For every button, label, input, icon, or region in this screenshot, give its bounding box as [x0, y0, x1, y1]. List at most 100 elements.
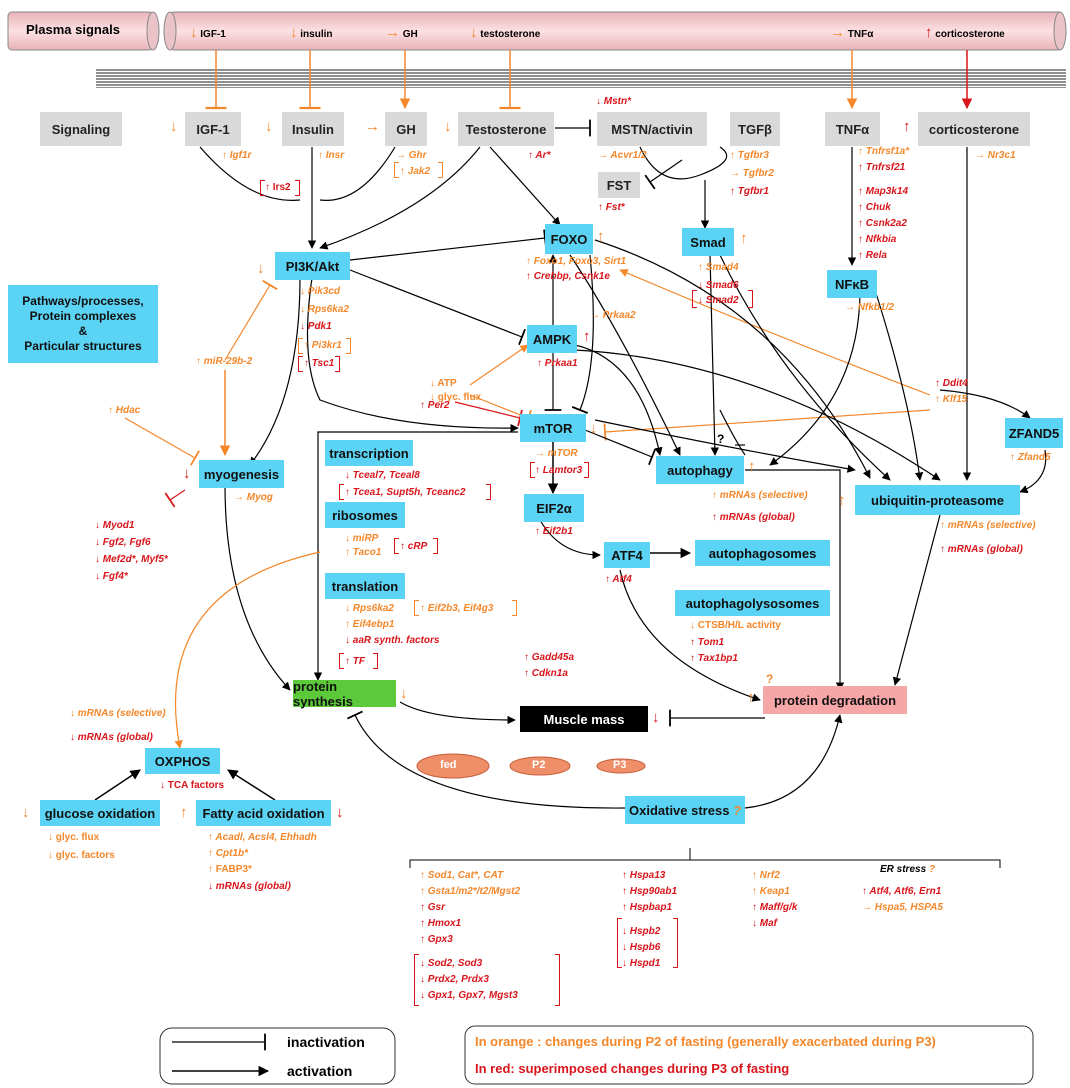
glucose-oxidation-node: glucose oxidation [40, 800, 160, 826]
corticosterone-node: corticosterone [918, 112, 1030, 146]
gene-igf1r: ↑ Igf1r [222, 150, 252, 161]
gene-irs2: ↑ Irs2 [265, 182, 291, 193]
muscle-fed-label: fed [440, 759, 457, 771]
gh-node: GH [385, 112, 427, 146]
oxidative-gene: ↑ Maff/g/k [752, 902, 798, 913]
oxidative-gene: ↓ Hspb2 [622, 926, 661, 937]
oxidative-col4: ↑ Atf4, Atf6, Ern1 → Hspa5, HSPA5 [862, 884, 943, 916]
mstn-node: MSTN/activin [597, 112, 707, 146]
gene-zfand5: ↑ Zfand5 [1010, 452, 1051, 463]
gene-insr: ↑ Insr [318, 150, 345, 161]
gene-eif4ebp1: ↑ Eif4ebp1 [345, 619, 395, 630]
gene-ctsb: ↓ CTSB/H/L activity [690, 620, 781, 631]
gene-tgfbr3: ↑ Tgfbr3 [730, 150, 769, 161]
gene-myod1: ↓ Myod1 [95, 520, 135, 531]
gene-fgf2: ↓ Fgf2, Fgf6 [95, 537, 151, 548]
question-degradation: ? [766, 672, 774, 686]
protein-synthesis-node: protein synthesis [293, 679, 396, 709]
plasma-label: Plasma signals [26, 22, 120, 37]
gene-atf4: ↑ Atf4 [605, 574, 632, 585]
gene-glycfactors: ↓ glyc. factors [48, 850, 115, 861]
gene-ar: ↑ Ar* [528, 150, 551, 161]
autophagolysosomes-node: autophagolysosomes [675, 590, 830, 616]
gene-ddit4: ↑ Ddit4 [935, 378, 968, 389]
gene-lamtor3: ↑ Lamtor3 [535, 465, 583, 476]
oxidative-gene: ↓ Hspd1 [622, 958, 661, 969]
legend-red-note: In red: superimposed changes during P3 o… [475, 1061, 790, 1076]
ampk-node: AMPK [527, 325, 577, 353]
gene-gadd45a: ↑ Gadd45a [524, 652, 575, 663]
oxidative-col3: ↑ Nrf2↑ Keap1↑ Maff/g/k↓ Maf [752, 868, 797, 932]
oxidative-gene: ↑ Atf4, Atf6, Ern1 [862, 886, 942, 897]
oxidative-gene: ↓ Gpx1, Gpx7, Mgst3 [420, 990, 518, 1001]
tnfa-node: TNFα [825, 112, 880, 146]
gene-mef2d: ↓ Mef2d*, Myf5* [95, 554, 168, 565]
gene-mrna-glob-fa: ↓ mRNAs (global) [208, 881, 291, 892]
pathways-legend-box: Pathways/processes, Protein complexes & … [8, 285, 158, 363]
gene-fabp3: ↑ FABP3* [208, 864, 252, 875]
ribosomes-node: ribosomes [325, 502, 405, 528]
gene-mrna-sel-auto: ↑ mRNAs (selective) [712, 490, 808, 501]
tgfb-node: TGFβ [730, 112, 780, 146]
oxphos-node: OXPHOS [145, 748, 220, 774]
zfand5-node: ZFAND5 [1005, 418, 1063, 448]
er-stress-title: ER stress ? [880, 864, 936, 875]
muscle-p3-label: P3 [613, 759, 627, 771]
nfkb-node: NFκB [827, 270, 877, 298]
gene-csnk2a2: ↑ Csnk2a2 [858, 218, 907, 229]
gene-rela: ↑ Rela [858, 250, 887, 261]
gene-tax1bp1: ↑ Tax1bp1 [690, 653, 738, 664]
gene-smad4: ↑ Smad4 [698, 262, 739, 273]
gene-fst: ↑ Fst* [598, 202, 625, 213]
gene-mrna-sel-ub: ↑ mRNAs (selective) [940, 520, 1036, 531]
membrane [96, 68, 1066, 88]
plasma-corticosterone: ↑ corticosterone [925, 24, 1005, 41]
testosterone-node: Testosterone [458, 112, 554, 146]
gene-klf15: ↑ Klf15 [935, 394, 968, 405]
oxidative-gene: ↓ Hspb6 [622, 942, 661, 953]
plasma-insulin: ↓ insulin [290, 24, 333, 41]
muscle-p2-icon [509, 756, 571, 776]
gene-atp: ↓ ATP [430, 378, 457, 389]
muscle-p3-icon [596, 758, 646, 774]
gene-glycflux: ↓ glyc. flux [430, 392, 482, 403]
fatty-acid-oxidation-node: Fatty acid oxidation [196, 800, 331, 826]
gene-eif2b3: ↑ Eif2b3, Eif4g3 [420, 603, 494, 614]
oxidative-col2: ↑ Hspa13↑ Hsp90ab1↑ Hspbap1↓ Hspb2↓ Hspb… [622, 868, 677, 972]
gene-aar: ↓ aaR synth. factors [345, 635, 440, 646]
autophagy-node: autophagy [656, 456, 744, 484]
gene-prkaa2: → Prkaa2 [590, 310, 636, 321]
oxidative-gene: ↑ Hspa13 [622, 870, 666, 881]
translation-node: translation [325, 573, 405, 599]
plasma-testosterone: ↓ testosterone [470, 24, 541, 41]
gene-nfkb12: → Nfkb1/2 [845, 302, 894, 313]
gene-tsc1: ↑ Tsc1 [304, 358, 335, 369]
gene-jak2: ↑ Jak2 [400, 166, 431, 177]
gene-acadl: ↑ Acadl, Acsl4, Ehhadh [208, 832, 317, 843]
gene-cpt1b: ↑ Cpt1b* [208, 848, 249, 859]
protein-degradation-node: protein degradation [763, 686, 907, 714]
gene-map3k14: ↑ Map3k14 [858, 186, 909, 197]
gene-rps6ka2b: ↓ Rps6ka2 [345, 603, 394, 614]
gene-mstn: ↓ Mstn* [596, 96, 632, 107]
legend-inactivation: inactivation [287, 1034, 365, 1050]
gene-tf: ↑ TF [345, 656, 365, 667]
plasma-gh: → GH [385, 24, 418, 41]
gene-tceal: ↓ Tceal7, Tceal8 [345, 470, 420, 481]
gene-smad2: ↓ Smad2 [698, 295, 739, 306]
gene-ghr: → Ghr [396, 150, 427, 161]
muscle-p2-label: P2 [532, 759, 546, 771]
gene-tgfbr1: ↑ Tgfbr1 [730, 186, 769, 197]
gene-mir29: ↑ miR-29b-2 [196, 356, 253, 367]
oxidative-gene: → Hspa5, HSPA5 [862, 902, 943, 913]
mtor-node: mTOR [520, 414, 586, 442]
gene-prkaa1: ↑ Prkaa1 [537, 358, 578, 369]
gene-acvr: → Acvr1/2 [598, 150, 647, 161]
gene-mrna-glob-auto: ↑ mRNAs (global) [712, 512, 795, 523]
atf4-node: ATF4 [604, 542, 650, 568]
muscle-mass-node: Muscle mass [520, 706, 648, 732]
plasma-tnfa: → TNFα [830, 24, 874, 41]
legend-orange-note: In orange : changes during P2 of fasting… [475, 1034, 936, 1049]
transcription-node: transcription [325, 440, 413, 466]
